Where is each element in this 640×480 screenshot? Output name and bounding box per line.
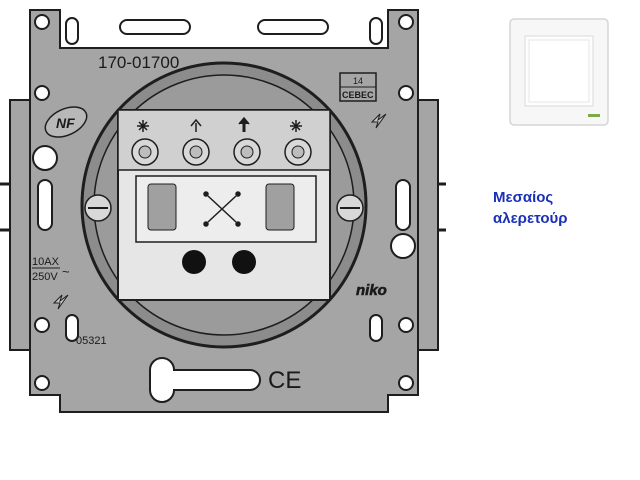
caption-line-1: Μεσαίος (493, 189, 554, 206)
switch-mechanism-diagram: 170-01700 14 CEBEC NF 10AX 250V ~ 05321 … (0, 9, 446, 413)
cert-number: 14 (353, 76, 363, 86)
intermediate-switch-symbol-icon (203, 191, 241, 227)
rating-voltage: 250V (32, 271, 58, 283)
ce-mark: CE (268, 367, 301, 394)
wire-entry-holes (182, 250, 256, 274)
cebec-mark: 14 CEBEC (339, 72, 377, 102)
rating-ac-symbol: ~ (62, 264, 70, 279)
product-code: 05321 (76, 335, 107, 347)
caption: Μεσαίος αλερετούρ (493, 187, 568, 229)
side-screws (84, 194, 364, 222)
nf-label: NF (56, 115, 75, 131)
cover-plate-photo (509, 18, 609, 126)
terminal-screws (131, 138, 312, 166)
bottom-keyhole-slot (149, 357, 261, 403)
part-number: 170-01700 (98, 53, 179, 72)
caption-line-2: αλερετούρ (493, 210, 568, 227)
terminal-symbols (137, 116, 302, 132)
brand-label: niko (356, 282, 387, 299)
nf-mark: NF (44, 106, 88, 138)
cert-name: CEBEC (342, 90, 374, 100)
rating-mark: 10AX 250V ~ (32, 256, 70, 283)
mounting-holes (32, 14, 416, 391)
earth-lightning-icon (370, 113, 387, 129)
earth-lightning-icon-left (52, 294, 69, 310)
rating-current: 10AX (32, 256, 60, 268)
